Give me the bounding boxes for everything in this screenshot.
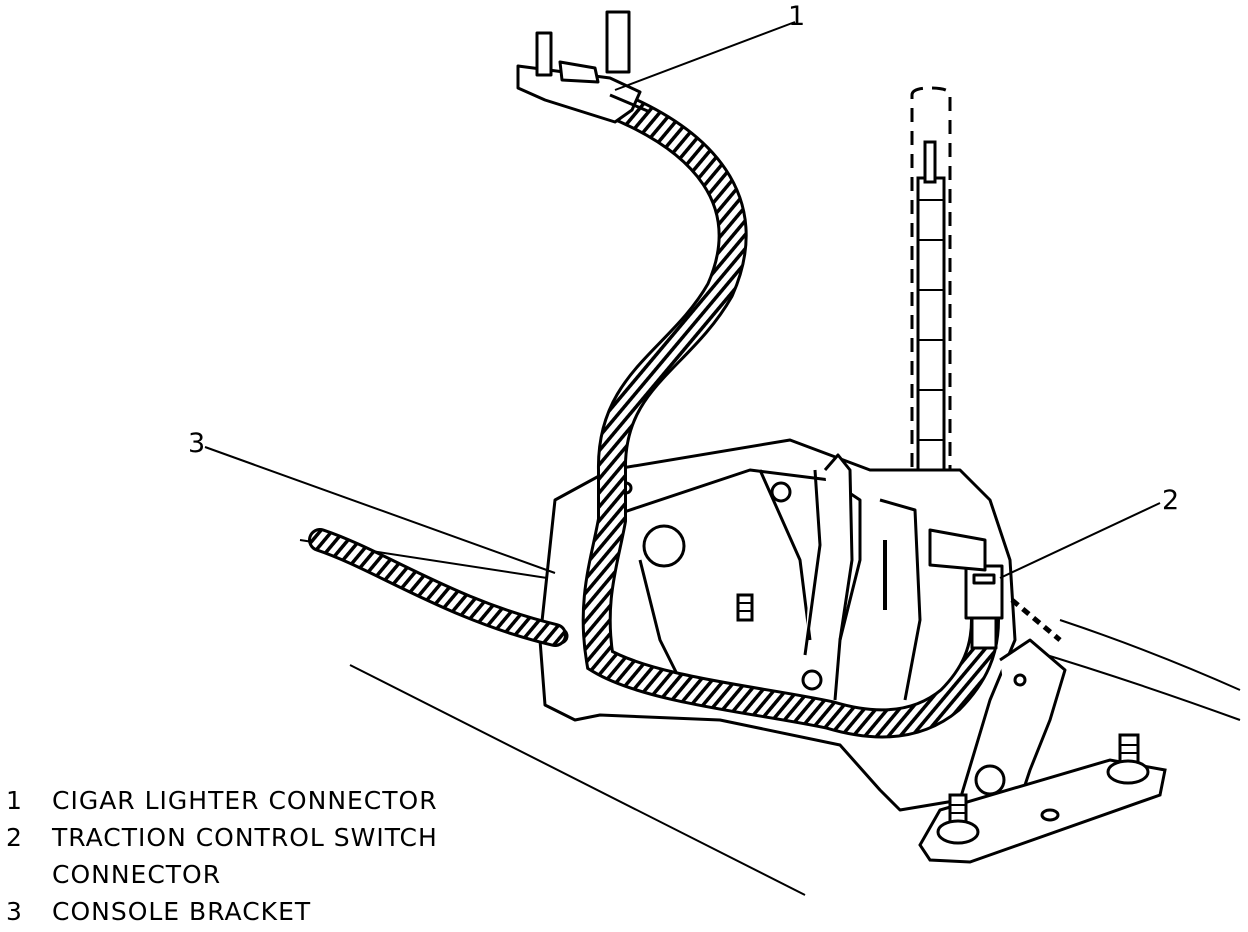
- legend-item-continued: CONNECTOR: [0, 856, 438, 893]
- mounting-studs: [551, 481, 1150, 845]
- legend-number: 3: [6, 897, 23, 926]
- legend-item: 1 CIGAR LIGHTER CONNECTOR: [0, 782, 438, 819]
- legend-item: 2 TRACTION CONTROL SWITCH: [0, 819, 438, 856]
- legend-number: 1: [6, 786, 23, 815]
- callout-number-1: 1: [788, 1, 805, 32]
- wire-harness: [308, 90, 1000, 739]
- legend-label: CIGAR LIGHTER CONNECTOR: [52, 786, 438, 815]
- leader-line-2: [999, 502, 1161, 579]
- legend-item: 3 CONSOLE BRACKET: [0, 893, 438, 930]
- cigar-lighter-connector: [516, 10, 651, 124]
- traction-control-switch-connector: [928, 528, 1004, 650]
- legend-label: CONSOLE BRACKET: [52, 897, 312, 926]
- leader-lines: [204, 21, 1161, 579]
- legend-number: 2: [6, 823, 23, 852]
- parts-legend: 1 CIGAR LIGHTER CONNECTOR 2 TRACTION CON…: [0, 782, 438, 930]
- legend-label: TRACTION CONTROL SWITCH: [52, 823, 438, 852]
- leader-line-1: [614, 21, 796, 91]
- callout-number-2: 2: [1162, 485, 1179, 516]
- legend-label: CONNECTOR: [52, 860, 222, 889]
- callout-number-3: 3: [188, 428, 205, 459]
- leader-line-3: [204, 446, 556, 574]
- base-plate: [918, 758, 1167, 864]
- shift-lever-shaft: [907, 86, 955, 504]
